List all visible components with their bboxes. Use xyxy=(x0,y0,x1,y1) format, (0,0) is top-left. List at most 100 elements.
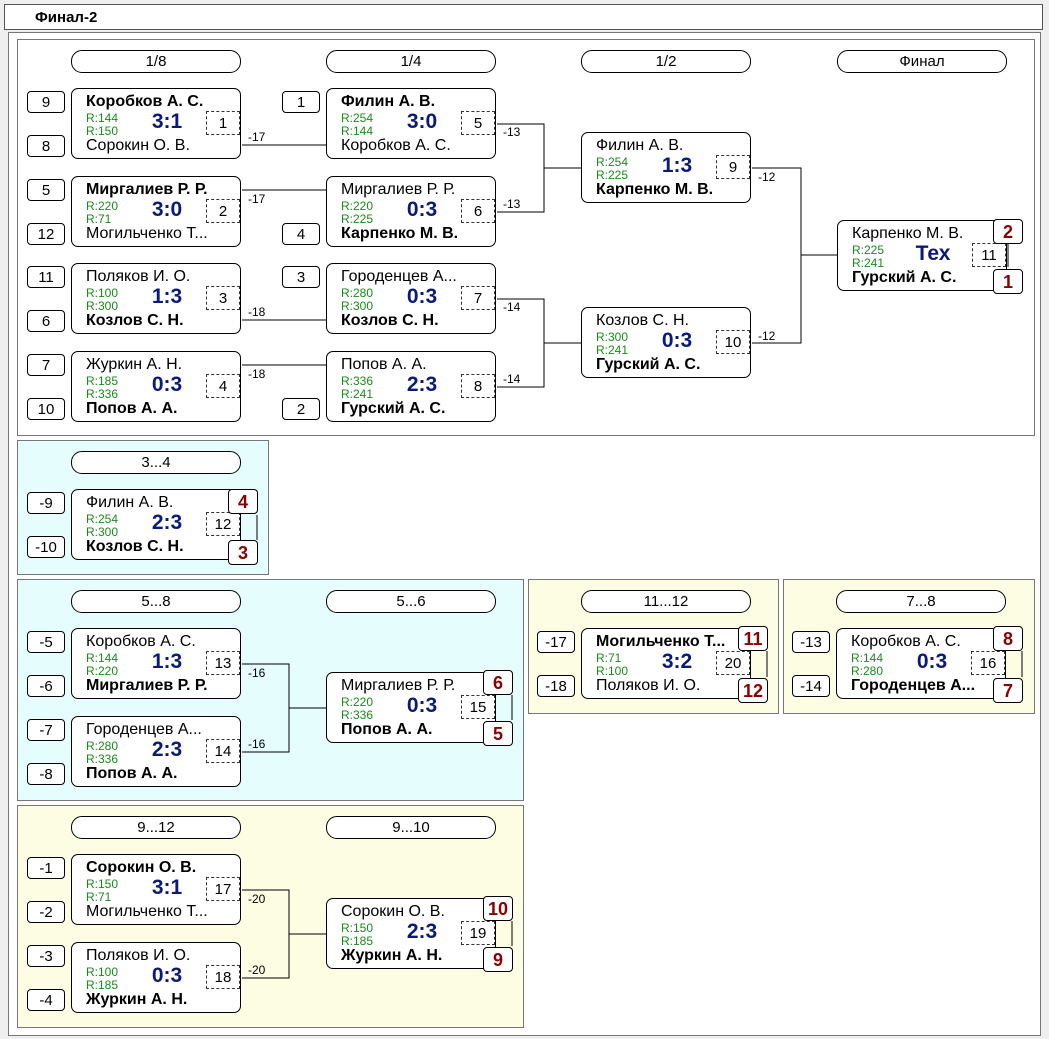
match-score: 1:3 xyxy=(661,154,693,177)
player-bottom-name: Коробков А. С. xyxy=(341,137,451,154)
loser-ref: -14 xyxy=(503,300,521,314)
player-bottom-name: Журкин А. Н. xyxy=(86,991,188,1008)
player-bottom-name: Городенцев А... xyxy=(851,677,976,694)
seed-box: 8 xyxy=(27,135,65,157)
place-badge: 3 xyxy=(228,540,258,565)
player-bottom-name: Козлов С. Н. xyxy=(341,312,439,329)
place-badge: 11 xyxy=(738,626,768,651)
player-top-name: Сорокин О. В. xyxy=(86,859,197,876)
seed-box: 3 xyxy=(282,266,320,288)
round-header-seventh: 7...8 xyxy=(836,590,1006,613)
player-bottom-rating: R:225 xyxy=(341,212,374,226)
player-bottom-rating: R:241 xyxy=(341,387,374,401)
seed-box: -17 xyxy=(537,631,575,653)
player-top-name: Миргалиев Р. Р. xyxy=(86,181,208,198)
player-bottom-name: Сорокин О. В. xyxy=(86,137,190,154)
match-number: 12 xyxy=(206,512,240,536)
player-bottom-name: Попов А. А. xyxy=(86,765,178,782)
player-bottom-rating: R:300 xyxy=(86,299,119,313)
player-top-rating: R:300 xyxy=(596,330,629,344)
loser-ref: -17 xyxy=(248,130,266,144)
loser-ref: -13 xyxy=(503,197,521,211)
player-bottom-rating: R:185 xyxy=(86,978,119,992)
player-bottom-rating: R:144 xyxy=(341,124,374,138)
player-top-name: Попов А. А. xyxy=(341,356,427,373)
match-score: 2:3 xyxy=(151,738,183,761)
seed-box: 1 xyxy=(282,91,320,113)
match-number: 14 xyxy=(206,739,240,763)
place-badge: 5 xyxy=(483,721,513,746)
match-number: 8 xyxy=(461,374,495,398)
seed-box: 5 xyxy=(27,179,65,201)
round-header-fifth-a: 5...8 xyxy=(71,590,241,613)
player-bottom-name: Попов А. А. xyxy=(341,721,433,738)
match-score: 3:2 xyxy=(661,650,693,673)
seed-box: -3 xyxy=(27,945,65,967)
loser-ref: -14 xyxy=(503,372,521,386)
player-top-rating: R:100 xyxy=(86,286,119,300)
player-top-rating: R:150 xyxy=(86,877,119,891)
player-bottom-rating: R:241 xyxy=(852,256,885,270)
player-top-name: Городенцев А... xyxy=(341,268,457,285)
match-score: 1:3 xyxy=(151,285,183,308)
player-top-name: Коробков А. С. xyxy=(86,633,196,650)
player-bottom-rating: R:100 xyxy=(596,664,629,678)
round-header-final: Финал xyxy=(837,50,1007,73)
player-top-rating: R:71 xyxy=(596,651,622,665)
player-bottom-rating: R:280 xyxy=(851,664,884,678)
player-bottom-name: Козлов С. Н. xyxy=(86,538,184,555)
seed-box: -6 xyxy=(27,675,65,697)
match-number: 18 xyxy=(206,965,240,989)
player-top-rating: R:185 xyxy=(86,374,119,388)
place-badge: 2 xyxy=(993,219,1023,244)
player-top-name: Коробков А. С. xyxy=(851,633,961,650)
match-number: 20 xyxy=(716,651,750,675)
match-number: 11 xyxy=(972,243,1006,267)
seed-box: -14 xyxy=(792,675,830,697)
seed-box: -8 xyxy=(27,763,65,785)
player-bottom-rating: R:71 xyxy=(86,890,112,904)
player-top-rating: R:225 xyxy=(852,243,885,257)
seed-box: -18 xyxy=(537,675,575,697)
player-top-rating: R:220 xyxy=(86,199,119,213)
loser-ref: -16 xyxy=(248,737,266,751)
player-top-name: Могильченко Т... xyxy=(596,633,726,650)
player-top-rating: R:254 xyxy=(86,512,119,526)
place-badge: 7 xyxy=(993,678,1023,703)
seed-box: 9 xyxy=(27,91,65,113)
match-score: 3:0 xyxy=(151,198,183,221)
match-number: 1 xyxy=(206,111,240,135)
place-badge: 1 xyxy=(993,269,1023,294)
match-number: 15 xyxy=(461,695,495,719)
player-top-rating: R:144 xyxy=(86,111,119,125)
player-top-name: Сорокин О. В. xyxy=(341,903,445,920)
player-top-rating: R:100 xyxy=(86,965,119,979)
player-bottom-name: Миргалиев Р. Р. xyxy=(86,677,208,694)
player-bottom-name: Карпенко М. В. xyxy=(596,181,714,198)
player-bottom-rating: R:185 xyxy=(341,934,374,948)
match-score: 0:3 xyxy=(916,650,948,673)
place-badge: 10 xyxy=(483,896,513,921)
match-score: 3:0 xyxy=(406,110,438,133)
player-top-name: Городенцев А... xyxy=(86,721,202,738)
